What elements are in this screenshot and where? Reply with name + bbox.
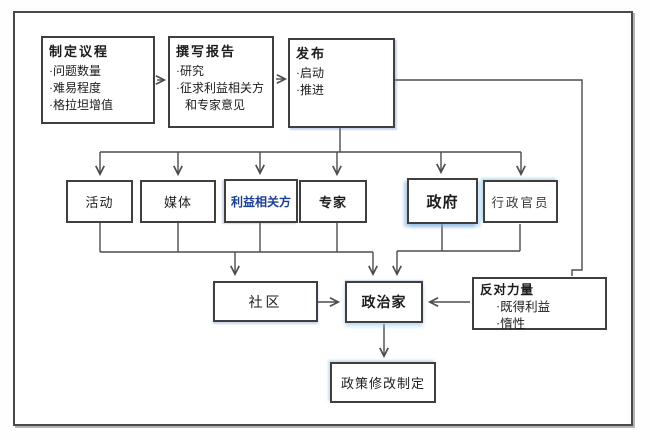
channel-label: 利益相关方 (230, 194, 291, 209)
community-label: 社区 (248, 295, 283, 311)
stage-bullet: ·难易程度 (49, 80, 101, 95)
channel-label: 行政官员 (491, 196, 550, 210)
channel-label: 活动 (85, 195, 114, 210)
outcome-box: 政策修改制定 (330, 362, 436, 403)
stage-bullet: ·征求利益相关方和专家意见 (176, 80, 264, 112)
stage-box-write-report: 撰写报告 ·研究 ·征求利益相关方和专家意见 (168, 36, 274, 128)
stage-title: 撰写报告 (176, 44, 237, 59)
opposition-box: 反对力量 ·既得利益 ·惰性 (472, 277, 607, 333)
channel-label: 专家 (318, 195, 347, 210)
channel-box-experts: 专家 (299, 180, 367, 223)
stage-bullet: ·推进 (296, 82, 324, 97)
stage-bullet: ·问题数量 (49, 64, 101, 79)
stage-title: 发布 (296, 46, 327, 61)
stage-title: 制定议程 (49, 44, 110, 59)
politicians-box: 政治家 (345, 281, 423, 323)
stage-bullet: ·格拉坦增值 (49, 97, 113, 112)
channel-label: 政府 (426, 194, 459, 211)
stage-bullet: ·启动 (296, 66, 324, 81)
stage-box-publish: 发布 ·启动 ·推进 (288, 38, 395, 128)
opposition-bullet: ·既得利益 (496, 299, 551, 314)
stage-bullet-list: ·启动 ·推进 (296, 65, 388, 99)
channel-label: 媒体 (163, 195, 192, 210)
opposition-bullet-list: ·既得利益 ·惰性 (480, 299, 599, 333)
channel-box-media: 媒体 (140, 180, 216, 223)
channel-box-stakeholders: 利益相关方 (224, 179, 298, 223)
stage-bullet-list: ·问题数量 ·难易程度 ·格拉坦增值 (49, 63, 148, 113)
outcome-label: 政策修改制定 (340, 376, 425, 391)
channel-box-activities: 活动 (66, 180, 133, 223)
channel-box-government: 政府 (407, 178, 478, 224)
stage-bullet: ·研究 (176, 64, 204, 79)
opposition-title: 反对力量 (480, 283, 535, 297)
stage-bullet-list: ·研究 ·征求利益相关方和专家意见 (176, 63, 267, 113)
community-box: 社区 (213, 281, 318, 322)
stage-box-set-agenda: 制定议程 ·问题数量 ·难易程度 ·格拉坦增值 (41, 36, 155, 124)
opposition-bullet: ·惰性 (496, 316, 526, 331)
channel-box-officials: 行政官员 (483, 180, 558, 223)
politicians-label: 政治家 (361, 296, 407, 311)
